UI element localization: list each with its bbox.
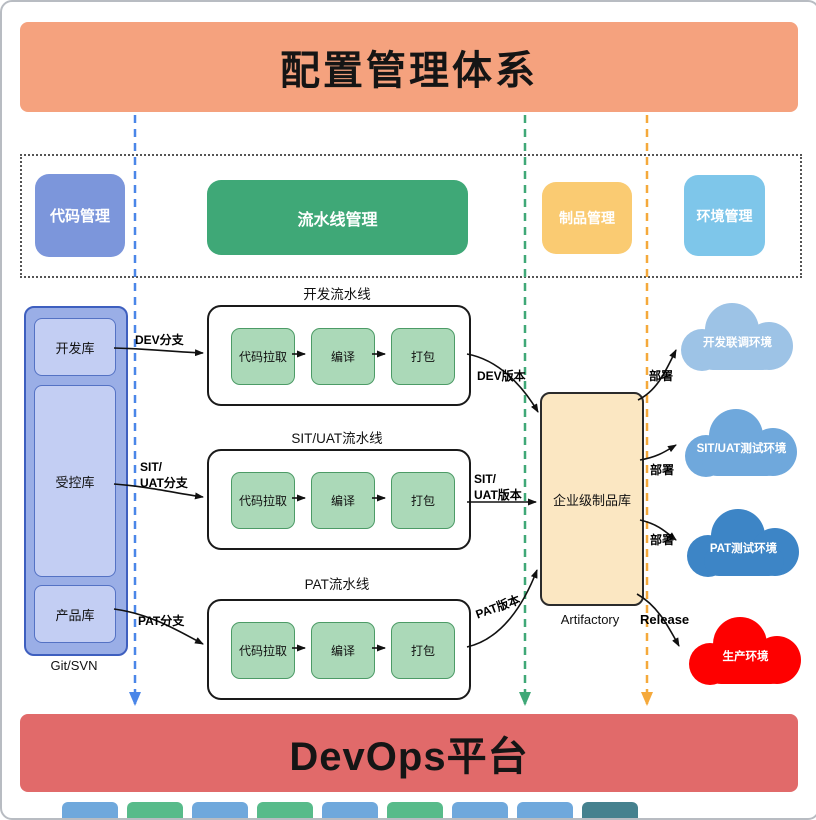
pipeline-pat: 代码拉取 编译 打包 xyxy=(207,599,471,700)
arrow-deploy-situat-env xyxy=(639,444,677,461)
artifact-repository: 企业级制品库 xyxy=(540,392,644,606)
label-deploy-2: 部署 xyxy=(650,463,675,477)
cutoff-box xyxy=(127,802,183,818)
page-title: 配置管理体系 xyxy=(280,49,538,93)
cutoff-box xyxy=(517,802,573,818)
label-situat-version: SIT/ UAT版本 xyxy=(474,472,522,502)
env-label-pat-test: PAT测试环境 xyxy=(709,543,778,555)
devops-platform-banner: DevOps平台 xyxy=(20,714,798,792)
step-code-pull: 代码拉取 xyxy=(231,328,295,385)
env-label-situat-test: SIT/UAT测试环境 xyxy=(696,443,787,455)
repo-dev: 开发库 xyxy=(34,318,116,376)
devops-platform-title: DevOps平台 xyxy=(289,735,529,779)
repo-controlled: 受控库 xyxy=(34,385,116,577)
pipeline-situat: 代码拉取 编译 打包 xyxy=(207,449,471,550)
lane-environment-management: 环境管理 xyxy=(684,175,765,256)
cutoff-box xyxy=(452,802,508,818)
env-cloud-situat-test: SIT/UAT测试环境 xyxy=(674,400,809,485)
cutoff-box xyxy=(192,802,248,818)
step-package: 打包 xyxy=(391,328,455,385)
label-pat-branch: PAT分支 xyxy=(138,614,185,628)
pipeline-situat-title: SIT/UAT流水线 xyxy=(291,431,383,446)
label-release: Release xyxy=(640,612,690,627)
cutoff-box xyxy=(62,802,118,818)
label-pat-version: PAT版本 xyxy=(473,592,522,622)
step-package: 打包 xyxy=(391,622,455,679)
lane-artifact-management: 制品管理 xyxy=(542,182,632,254)
artifact-repository-caption: Artifactory xyxy=(560,612,620,627)
env-label-production: 生产环境 xyxy=(722,651,769,663)
env-cloud-dev-integration: 开发联调环境 xyxy=(670,294,805,379)
step-compile: 编译 xyxy=(311,328,375,385)
pipeline-dev-title: 开发流水线 xyxy=(303,287,371,302)
cloud-icon xyxy=(681,303,793,371)
step-compile: 编译 xyxy=(311,472,375,529)
step-compile: 编译 xyxy=(311,622,375,679)
env-label-dev-integration: 开发联调环境 xyxy=(703,337,772,349)
pipeline-pat-title: PAT流水线 xyxy=(304,577,370,592)
lane-pipeline-management: 流水线管理 xyxy=(207,180,468,255)
cutoff-box xyxy=(322,802,378,818)
label-dev-version: DEV版本 xyxy=(477,369,526,383)
cloud-icon xyxy=(689,617,801,685)
title-banner: 配置管理体系 xyxy=(20,22,798,112)
cloud-icon xyxy=(685,409,797,477)
label-situat-branch: SIT/ UAT分支 xyxy=(140,460,188,490)
management-lane-strip xyxy=(20,154,802,278)
cutoff-box xyxy=(257,802,313,818)
cloud-icon xyxy=(687,509,799,577)
label-deploy-3: 部署 xyxy=(650,533,675,547)
step-code-pull: 代码拉取 xyxy=(231,622,295,679)
label-dev-branch: DEV分支 xyxy=(135,333,184,347)
step-code-pull: 代码拉取 xyxy=(231,472,295,529)
label-deploy-1: 部署 xyxy=(649,369,674,383)
cutoff-box xyxy=(582,802,638,818)
pipeline-dev: 代码拉取 编译 打包 xyxy=(207,305,471,406)
repo-group-caption: Git/SVN xyxy=(50,658,98,673)
repo-product: 产品库 xyxy=(34,585,116,643)
env-cloud-pat-test: PAT测试环境 xyxy=(676,500,811,585)
cutoff-box xyxy=(387,802,443,818)
step-package: 打包 xyxy=(391,472,455,529)
lane-code-management: 代码管理 xyxy=(35,174,125,257)
env-cloud-production: 生产环境 xyxy=(678,608,813,693)
